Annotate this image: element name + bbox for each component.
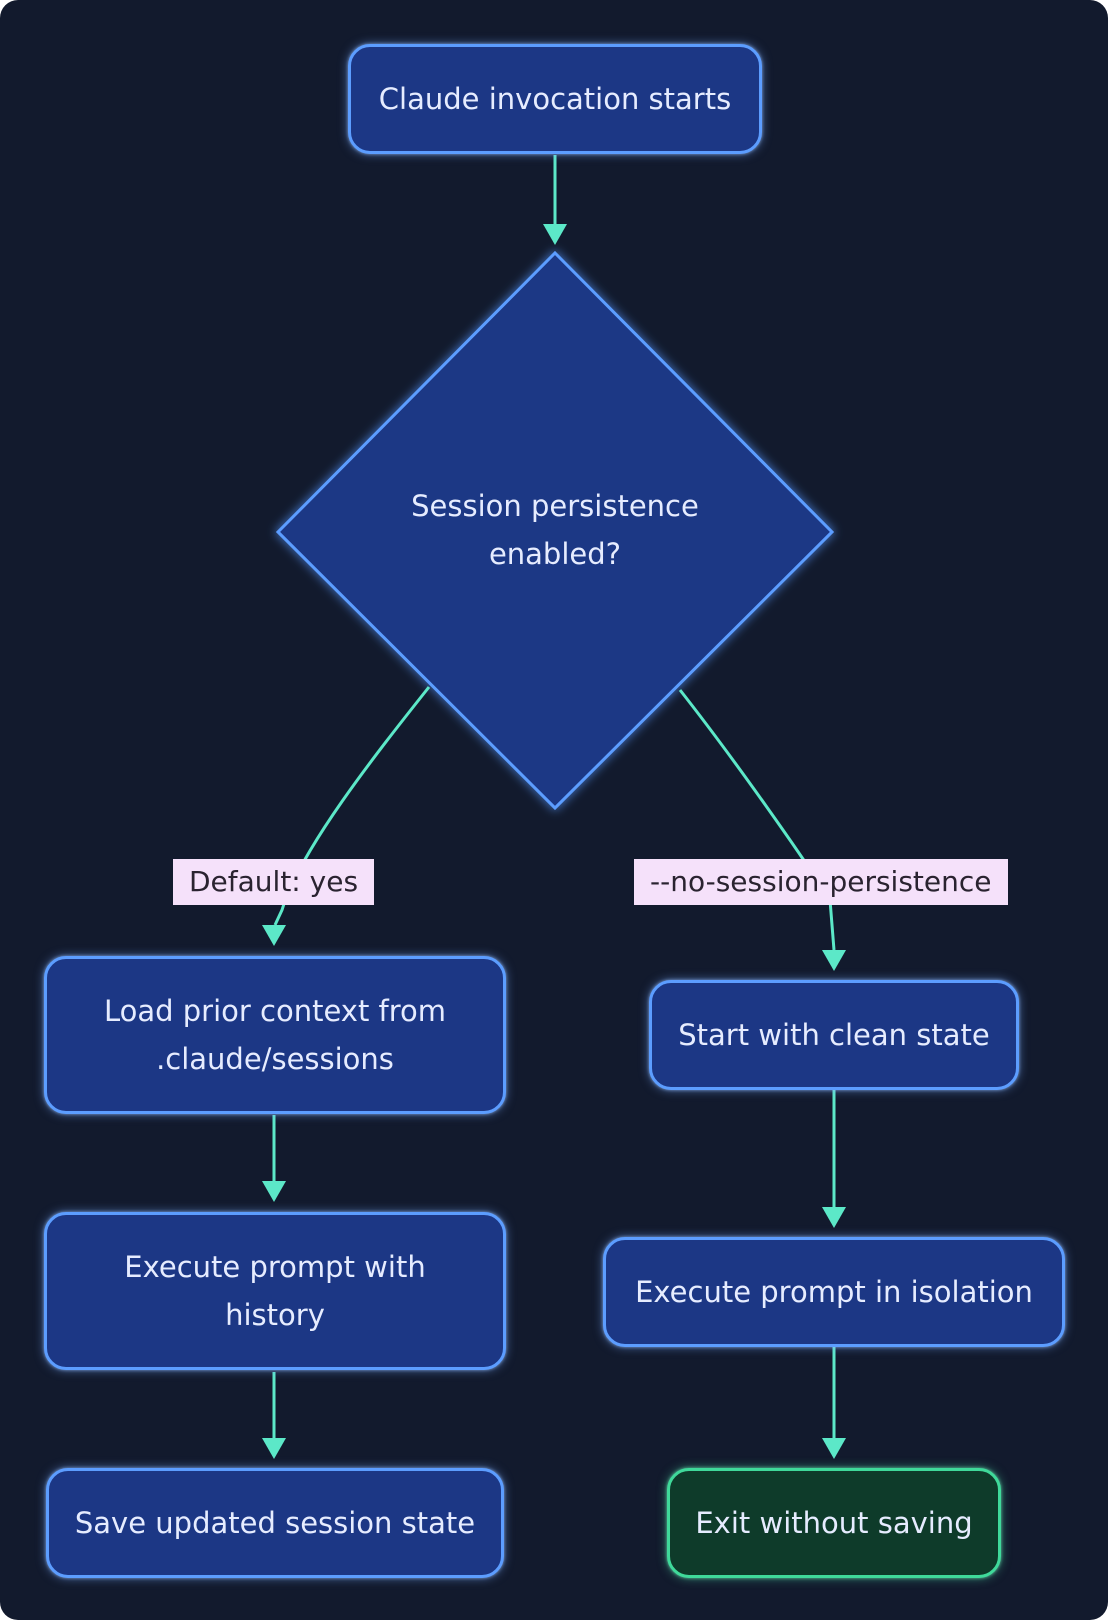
decision-diamond [275, 250, 835, 811]
node-label: Start with clean state [678, 1018, 990, 1052]
edge-decision-to-clean [678, 689, 836, 951]
node-load-prior-context: Load prior context from .claude/sessions [44, 956, 506, 1114]
decision-label-line2: enabled? [488, 537, 622, 571]
node-label-line1: Load prior context from [103, 994, 447, 1028]
arrowhead-load-to-exec-history [262, 1181, 286, 1202]
edge-label-default-yes: Default: yes [173, 859, 375, 905]
node-label: Claude invocation starts [378, 82, 732, 116]
arrowhead-decision-to-clean [822, 950, 846, 971]
arrowhead-exec-isolation-to-exit [822, 1438, 846, 1459]
node-execute-prompt-with-history: Execute prompt with history [44, 1212, 506, 1370]
node-label-line2: .claude/sessions [156, 1042, 394, 1076]
node-save-updated-session-state: Save updated session state [46, 1468, 504, 1578]
node-label: Execute prompt in isolation [635, 1275, 1033, 1309]
decision-label-line1: Session persistence [411, 489, 699, 523]
node-label: Exit without saving [695, 1506, 973, 1540]
node-start-with-clean-state: Start with clean state [649, 980, 1019, 1090]
node-claude-invocation-starts: Claude invocation starts [348, 44, 762, 154]
arrowhead-start-to-decision [543, 224, 567, 245]
decision-label: Session persistence enabled? [355, 480, 755, 580]
node-label-line1: Execute prompt with [124, 1250, 426, 1284]
node-label-line2: history [225, 1298, 325, 1332]
arrowhead-clean-to-exec-isolation [822, 1207, 846, 1228]
node-exit-without-saving: Exit without saving [667, 1468, 1001, 1578]
edge-label-no-session-persistence: --no-session-persistence [634, 859, 1008, 905]
arrowhead-exec-history-to-save [262, 1438, 286, 1459]
node-label: Save updated session state [74, 1506, 476, 1540]
arrowhead-decision-to-load [262, 925, 286, 946]
node-execute-prompt-in-isolation: Execute prompt in isolation [603, 1237, 1065, 1347]
